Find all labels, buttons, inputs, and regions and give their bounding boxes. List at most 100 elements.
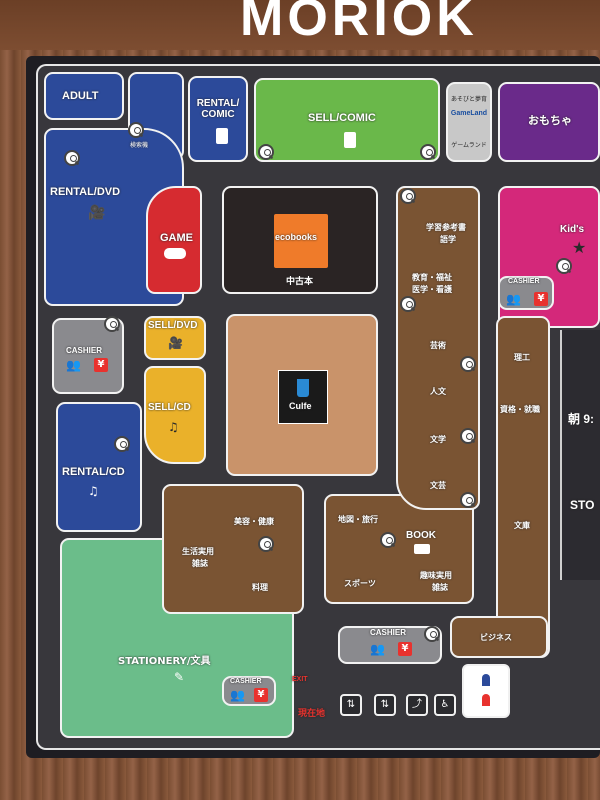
zone-book-hobby[interactable]: 地図・旅行 BOOK 趣味実用 雑誌 スポーツ: [324, 494, 474, 604]
zone-cashier-kids[interactable]: CASHIER 👥 ¥: [498, 276, 554, 310]
category-literature: 文学: [430, 435, 446, 444]
elevator-icon[interactable]: ⇅: [340, 694, 362, 716]
search-kiosk-icon[interactable]: [460, 356, 476, 372]
exit-label: EXIT: [292, 676, 308, 683]
zone-toys-label: おもちゃ: [528, 114, 572, 127]
yen-icon: ¥: [94, 358, 108, 372]
zone-game[interactable]: GAME: [146, 186, 202, 294]
zone-kids-label: Kid's: [560, 224, 585, 235]
cashier-person-icon: 👥: [66, 358, 81, 372]
category-science-eng: 理工: [514, 353, 530, 362]
search-kiosk-icon[interactable]: [424, 626, 440, 642]
category-bunko: 文庫: [514, 521, 530, 530]
zone-book-life[interactable]: 美容・健康 生活実用 雑誌 料理: [162, 484, 304, 614]
open-book-icon: [414, 544, 430, 554]
zone-book-science[interactable]: 理工 資格・就職 文庫: [496, 316, 550, 658]
pencil-icon: ✎: [174, 670, 185, 684]
culfe-logo: Culfe: [278, 370, 328, 424]
comic-book-icon: [344, 132, 356, 148]
zone-adult[interactable]: ADULT: [44, 72, 124, 120]
search-kiosk-icon[interactable]: [258, 536, 274, 552]
music-icon: ♫: [88, 484, 99, 498]
used-books-label: 中古本: [286, 277, 314, 287]
zone-game-label: GAME: [160, 232, 193, 244]
search-kiosk-icon[interactable]: [420, 144, 436, 160]
zone-rental-cd[interactable]: RENTAL/CD ♫: [56, 402, 142, 532]
category-magazine: 雑誌: [192, 559, 208, 568]
search-kiosk-icon[interactable]: [380, 532, 396, 548]
store-label: STO: [570, 498, 595, 512]
yen-icon: ¥: [534, 292, 548, 306]
star-icon: ★: [572, 238, 587, 257]
zone-rental-comic-label: RENTAL/ COMIC: [196, 98, 240, 120]
video-camera-icon: 🎥: [168, 336, 183, 350]
zone-adult-label: ADULT: [62, 90, 99, 102]
cashier-label: CASHIER: [370, 628, 407, 637]
culfe-label: Culfe: [289, 401, 312, 411]
zone-sell-comic-label: SELL/COMIC: [308, 112, 376, 124]
zone-sell-cd-label: SELL/CD: [148, 402, 191, 413]
yen-icon: ¥: [398, 642, 412, 656]
zone-sell-comic[interactable]: SELL/COMIC: [254, 78, 440, 162]
category-education-welfare: 教育・福祉: [412, 273, 452, 282]
stairs-icon[interactable]: ♿: [434, 694, 456, 716]
category-beauty-health: 美容・健康: [234, 517, 274, 526]
search-kiosk-icon[interactable]: [460, 492, 476, 508]
search-kiosk-icon[interactable]: [114, 436, 130, 452]
zone-sell-dvd[interactable]: SELL/DVD 🎥: [144, 316, 206, 360]
category-qualification: 資格・就職: [500, 405, 540, 414]
category-sports: スポーツ: [344, 579, 376, 588]
zone-ecobooks[interactable]: ecobooks 中古本: [222, 186, 378, 294]
zone-rental-dvd-label: RENTAL/DVD: [50, 186, 121, 198]
cashier-label: CASHIER: [508, 278, 540, 285]
cashier-person-icon: 👥: [230, 688, 245, 702]
zone-sell-dvd-label: SELL/DVD: [148, 320, 198, 331]
gameland-caption-bottom: ゲームランド: [451, 142, 487, 149]
category-arts: 芸術: [430, 341, 446, 350]
search-kiosk-icon[interactable]: [64, 150, 80, 166]
escalator-icon[interactable]: ⤴: [406, 694, 428, 716]
category-bunko-lit: 文芸: [430, 481, 446, 490]
gameland-caption-top: あそびと夢育: [450, 96, 487, 103]
cashier-person-icon: 👥: [370, 642, 385, 656]
search-kiosk-icon[interactable]: [400, 296, 416, 312]
zone-cashier-center[interactable]: CASHIER 👥 ¥: [338, 626, 442, 664]
male-figure-icon: [482, 674, 490, 686]
search-kiosk-icon[interactable]: [258, 144, 274, 160]
comic-book-icon: [216, 128, 228, 144]
zone-sell-cd[interactable]: SELL/CD ♫: [144, 366, 206, 464]
zone-rental-comic[interactable]: RENTAL/ COMIC: [188, 76, 248, 162]
category-humanities: 人文: [430, 387, 446, 396]
search-kiosk-icon[interactable]: [104, 316, 120, 332]
category-hobby-practical: 趣味実用: [420, 571, 452, 580]
store-sign-title: MORIOK: [240, 0, 478, 47]
category-language: 語学: [440, 235, 456, 244]
search-kiosk-icon[interactable]: [460, 428, 476, 444]
search-kiosk-label: 検索機: [130, 142, 149, 149]
search-kiosk-icon[interactable]: [556, 258, 572, 274]
info-panel: 朝 9:: [560, 330, 600, 580]
zone-book-business[interactable]: ビジネス: [450, 616, 548, 658]
zone-toys[interactable]: おもちゃ: [498, 82, 600, 162]
music-icon: ♫: [168, 420, 179, 434]
cashier-label: CASHIER: [66, 346, 103, 355]
category-study-ref: 学習参考書: [426, 223, 466, 232]
hours-label: 朝 9:: [568, 412, 595, 426]
yen-icon: ¥: [254, 688, 268, 702]
search-kiosk-icon[interactable]: [400, 188, 416, 204]
female-figure-icon: [482, 694, 490, 706]
search-kiosk-icon[interactable]: [128, 122, 144, 138]
video-camera-icon: 🎥: [88, 205, 106, 221]
cup-icon: [297, 379, 309, 397]
elevator-icon[interactable]: ⇅: [374, 694, 396, 716]
zone-book-humanities[interactable]: 学習参考書 語学 教育・福祉 医学・看護 芸術 人文 文学 文芸: [396, 186, 480, 510]
category-business: ビジネス: [480, 633, 512, 642]
cashier-person-icon: 👥: [506, 292, 521, 306]
zone-gameland[interactable]: あそびと夢育 GameLand ゲームランド: [446, 82, 492, 162]
zone-cashier-stationery[interactable]: CASHIER 👥 ¥: [222, 676, 276, 706]
zone-culfe[interactable]: Culfe: [226, 314, 378, 476]
gameland-logo: GameLand: [450, 110, 488, 117]
restroom-icon[interactable]: [462, 664, 510, 718]
ecobooks-logo-label: ecobooks: [275, 232, 318, 242]
zone-rental-cd-label: RENTAL/CD: [62, 466, 125, 478]
